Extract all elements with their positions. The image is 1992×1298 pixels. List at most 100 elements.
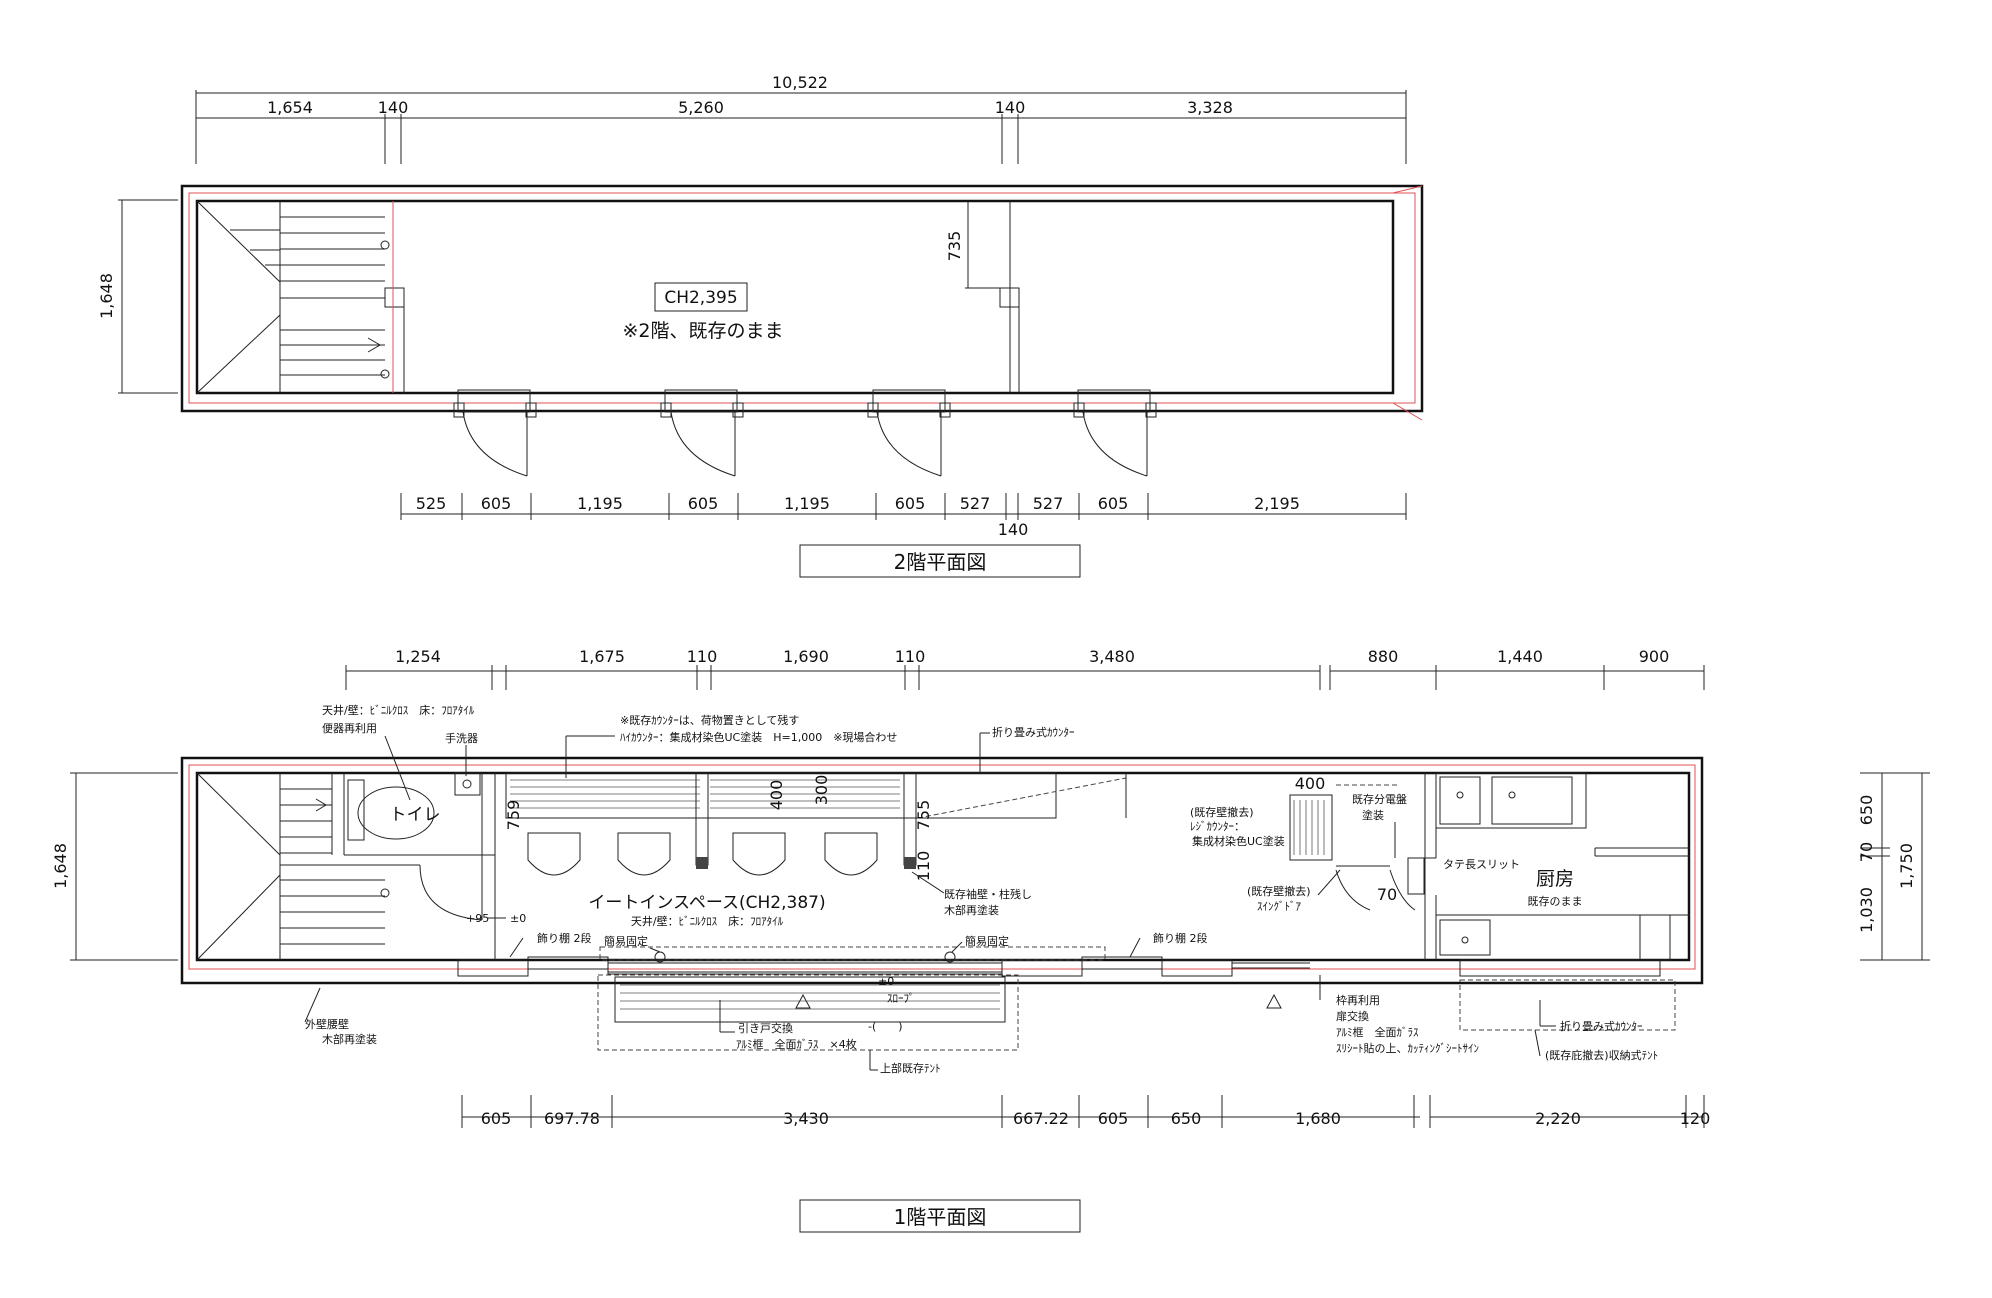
high-counter	[505, 772, 1127, 869]
right-dimension: 1,030	[1857, 887, 1876, 933]
bottom-dimension: 605	[481, 1109, 512, 1128]
bottom-dimension: 605	[481, 494, 512, 513]
top-dimension: 1,440	[1497, 647, 1543, 666]
frame-note-4: ｽﾘｼｰﾄ貼の上、ｶｯﾃｨﾝｸﾞｼｰﾄｻｲﾝ	[1336, 1041, 1479, 1055]
toilet-room: トイレ	[344, 772, 496, 960]
bottom-dimension: 605	[895, 494, 926, 513]
handwash-sink	[454, 772, 481, 796]
top-dimension: 1,675	[579, 647, 625, 666]
floor1-title-box	[799, 1199, 1081, 1233]
floor2-title: 2階平面図	[894, 550, 987, 574]
panel-note-2: 塗装	[1362, 808, 1384, 822]
panel-note: 既存分電盤	[1352, 792, 1407, 806]
swing-door	[1335, 869, 1371, 911]
fix-right-note: 簡易固定	[965, 934, 1009, 948]
right-dimension: 1,750	[1897, 843, 1916, 889]
level-note-1: +95	[466, 912, 489, 925]
kitchen: 厨房 既存のまま	[1407, 772, 1690, 961]
counter-note-1: ※既存ｶｳﾝﾀｰは、荷物置きとして残す	[620, 713, 799, 727]
inner-dimension: 400	[767, 780, 786, 811]
outer-wall-note-1: 外壁腰壁	[305, 1017, 349, 1031]
toilet-label: トイレ	[390, 805, 441, 825]
bottom-dimension: 650	[1171, 1109, 1202, 1128]
shelf-left-note: 飾り棚 2段	[537, 931, 592, 945]
inner-dimension: 400	[1295, 774, 1326, 793]
bottom-dimension: 527	[1033, 494, 1064, 513]
inner-dimension: 755	[914, 800, 933, 831]
handwash-note: 手洗器	[445, 731, 478, 745]
bottom-dimension: 605	[1098, 1109, 1129, 1128]
folding-counter-2-note: 折り畳み式ｶｳﾝﾀｰ	[1560, 1019, 1643, 1033]
right-dimension: 650	[1857, 795, 1876, 826]
frame-note-2: 扉交換	[1336, 1009, 1369, 1023]
top-dimension: 1,654	[267, 98, 313, 117]
storefront	[457, 946, 1676, 1051]
shelf-right-note: 飾り棚 2段	[1153, 931, 1208, 945]
bottom-dimension: 525	[416, 494, 447, 513]
height-dimension: 1,648	[97, 273, 116, 319]
inner-dimension: 759	[504, 800, 523, 831]
top-dimension: 900	[1639, 647, 1670, 666]
sliding-door-note-1: 引き戸交換	[738, 1021, 793, 1035]
bottom-dimension: 120	[1680, 1109, 1711, 1128]
frame-note-3: ｱﾙﾐ框 全面ｶﾞﾗｽ	[1336, 1025, 1419, 1039]
floor1-title: 1階平面図	[894, 1205, 987, 1229]
slit-note: タテ長スリット	[1443, 858, 1520, 871]
top-dimension: 3,480	[1089, 647, 1135, 666]
staircase	[196, 200, 390, 394]
level-note-2: ±0	[510, 912, 526, 925]
stools	[527, 832, 878, 876]
ceiling-height-box	[654, 282, 748, 312]
bottom-dimension: 1,195	[784, 494, 830, 513]
top-dimension: 3,328	[1187, 98, 1233, 117]
existing-note: ※2階、既存のまま	[622, 320, 783, 342]
bottom-extra-dimension: 140	[998, 520, 1029, 539]
pillar-note-2: 木部再塗装	[944, 903, 999, 917]
second-floor-plan: 10,522 1,654 140 5,260 140 3,328 1,648	[97, 73, 1424, 578]
door-units	[453, 389, 1157, 477]
top-dimension: 110	[895, 647, 926, 666]
staircase	[196, 772, 411, 961]
tent-outline	[597, 974, 1019, 1051]
pillar-note-1: 既存袖壁・柱残し	[944, 887, 1032, 901]
toilet-bowl	[357, 786, 435, 840]
floor2-title-box	[799, 544, 1081, 578]
slope-note: ｽﾛｰﾌﾟ	[887, 992, 915, 1005]
top-dimension: 140	[995, 98, 1026, 117]
register-note-1: (既存壁撤去)	[1190, 805, 1254, 819]
toilet-reuse-note: 便器再利用	[322, 722, 377, 735]
bottom-dimension: 605	[1098, 494, 1129, 513]
bottom-dimension: 605	[688, 494, 719, 513]
bottom-dimension: 2,195	[1254, 494, 1300, 513]
eatin-label: イートインスペース(CH2,387)	[588, 893, 825, 913]
top-dimension: 140	[378, 98, 409, 117]
tent-note: 上部既存ﾃﾝﾄ	[880, 1061, 941, 1075]
ceiling-height-label: CH2,395	[664, 288, 737, 308]
bottom-dimension: 667.22	[1013, 1109, 1069, 1128]
folding-counter-note: 折り畳み式ｶｳﾝﾀｰ	[992, 725, 1075, 739]
annotations: 天井/壁：ﾋﾞﾆﾙｸﾛｽ 床：ﾌﾛｱﾀｲﾙ 便器再利用 手洗器 ※既存ｶｳﾝﾀｰ…	[304, 703, 1658, 1075]
counter-note-2: ﾊｲｶｳﾝﾀｰ：集成材染色UC塗装 H=1,000 ※現場合わせ	[620, 730, 897, 744]
top-dimension: 110	[687, 647, 718, 666]
bottom-dimension: 3,430	[783, 1109, 829, 1128]
register-note-2: ﾚｼﾞｶｳﾝﾀｰ：	[1190, 820, 1245, 833]
inner-dimension: 300	[812, 775, 831, 806]
bottom-dimension: 1,195	[577, 494, 623, 513]
slope-level: ±0	[878, 975, 894, 988]
inner-dimension: 110	[914, 851, 933, 882]
frame-note-1: 枠再利用	[1336, 993, 1380, 1007]
awning-outline	[1459, 979, 1676, 1031]
slope-triangle	[795, 993, 811, 1009]
sliding-door-note-2: ｱﾙﾐ框 全面ｶﾞﾗｽ ×4枚	[736, 1037, 857, 1051]
eatin-finish: 天井/壁：ﾋﾞﾆﾙｸﾛｽ 床：ﾌﾛｱﾀｲﾙ	[631, 914, 784, 928]
outer-wall-note-2: 木部再塗装	[322, 1032, 377, 1046]
inner-dimension: 70	[1377, 885, 1397, 904]
fix-left-note: 簡易固定	[604, 934, 648, 948]
bottom-dimension: 1,680	[1295, 1109, 1341, 1128]
top-dimension: 1,690	[783, 647, 829, 666]
toilet-finish-note: 天井/壁：ﾋﾞﾆﾙｸﾛｽ 床：ﾌﾛｱﾀｲﾙ	[322, 703, 475, 717]
slope-paren: -( )	[868, 1020, 903, 1033]
top-dimension: 1,254	[395, 647, 441, 666]
left-height-dimension: 1,648	[51, 843, 70, 889]
